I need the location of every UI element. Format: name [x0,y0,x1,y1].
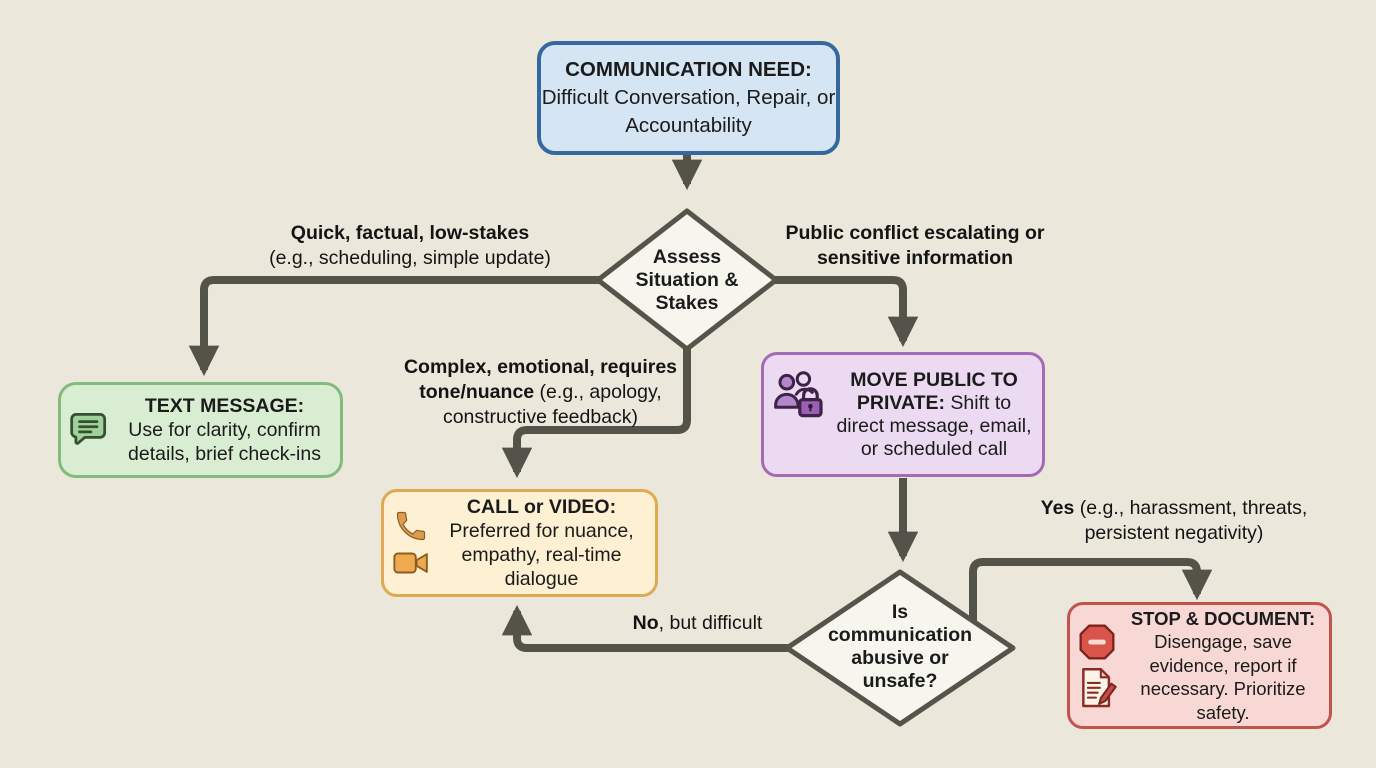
video-camera-icon [393,552,428,574]
connector-unsafecheck-callvideo [501,604,790,652]
node-communication-need-title: COMMUNICATION NEED: [565,58,812,81]
node-text-message-body: Use for clarity, confirm details, brief … [128,419,321,465]
node-stop-and-document: STOP & DOCUMENT: Disengage, save evidenc… [1067,602,1332,729]
connector-assess-callvideo [501,348,691,479]
document-pencil-icon [1082,667,1117,707]
node-move-public-to-private-body: Shift to direct message, email, or sched… [836,391,1032,460]
node-text-message: TEXT MESSAGE: Use for clarity, confirm d… [58,382,343,478]
node-communication-need: COMMUNICATION NEED: Difficult Conversati… [537,41,840,155]
connector-assess-moveprivate [774,276,919,348]
edge-label-complex-emotional: Complex, emotional, requires tone/nuance… [403,356,678,428]
node-move-public-to-private-title: MOVE PUBLIC TO PRIVATE: [850,368,1018,414]
chat-bubble-icon [70,413,107,445]
node-call-or-video-title: CALL or VIDEO: [466,496,617,518]
node-text-message-title: TEXT MESSAGE: [144,395,305,417]
decision-unsafe-label: Is communication abusive or unsafe? [827,601,973,692]
node-communication-need-body: Difficult Conversation, Repair, or Accou… [541,86,836,137]
connector-assess-textmessage [188,276,600,377]
node-stop-and-document-body: Disengage, save evidence, report if nece… [1140,631,1306,723]
node-stop-and-document-title: STOP & DOCUMENT: [1130,607,1316,629]
connector-unsafecheck-stop [969,558,1213,621]
node-call-or-video: CALL or VIDEO: Preferred for nuance, emp… [381,489,658,597]
node-move-public-to-private: MOVE PUBLIC TO PRIVATE: Shift to direct … [761,352,1045,477]
stop-sign-icon [1079,624,1115,659]
decision-assess-label: Assess Situation & Stakes [635,246,739,314]
people-lock-icon [774,371,823,418]
phone-icon [396,511,426,541]
edge-label-quick-low-stakes: Quick, factual, low-stakes (e.g., schedu… [269,222,551,269]
decision-assess-diamond [595,208,779,352]
edge-label-no-but-difficult: No, but difficult [632,612,763,634]
edge-label-yes: Yes (e.g., harassment, threats, persiste… [1040,497,1308,544]
decision-unsafe-diamond [784,569,1016,727]
edge-label-public-conflict: Public conflict escalating or sensitive … [785,222,1045,269]
node-call-or-video-body: Preferred for nuance, empathy, real-time… [449,520,634,590]
